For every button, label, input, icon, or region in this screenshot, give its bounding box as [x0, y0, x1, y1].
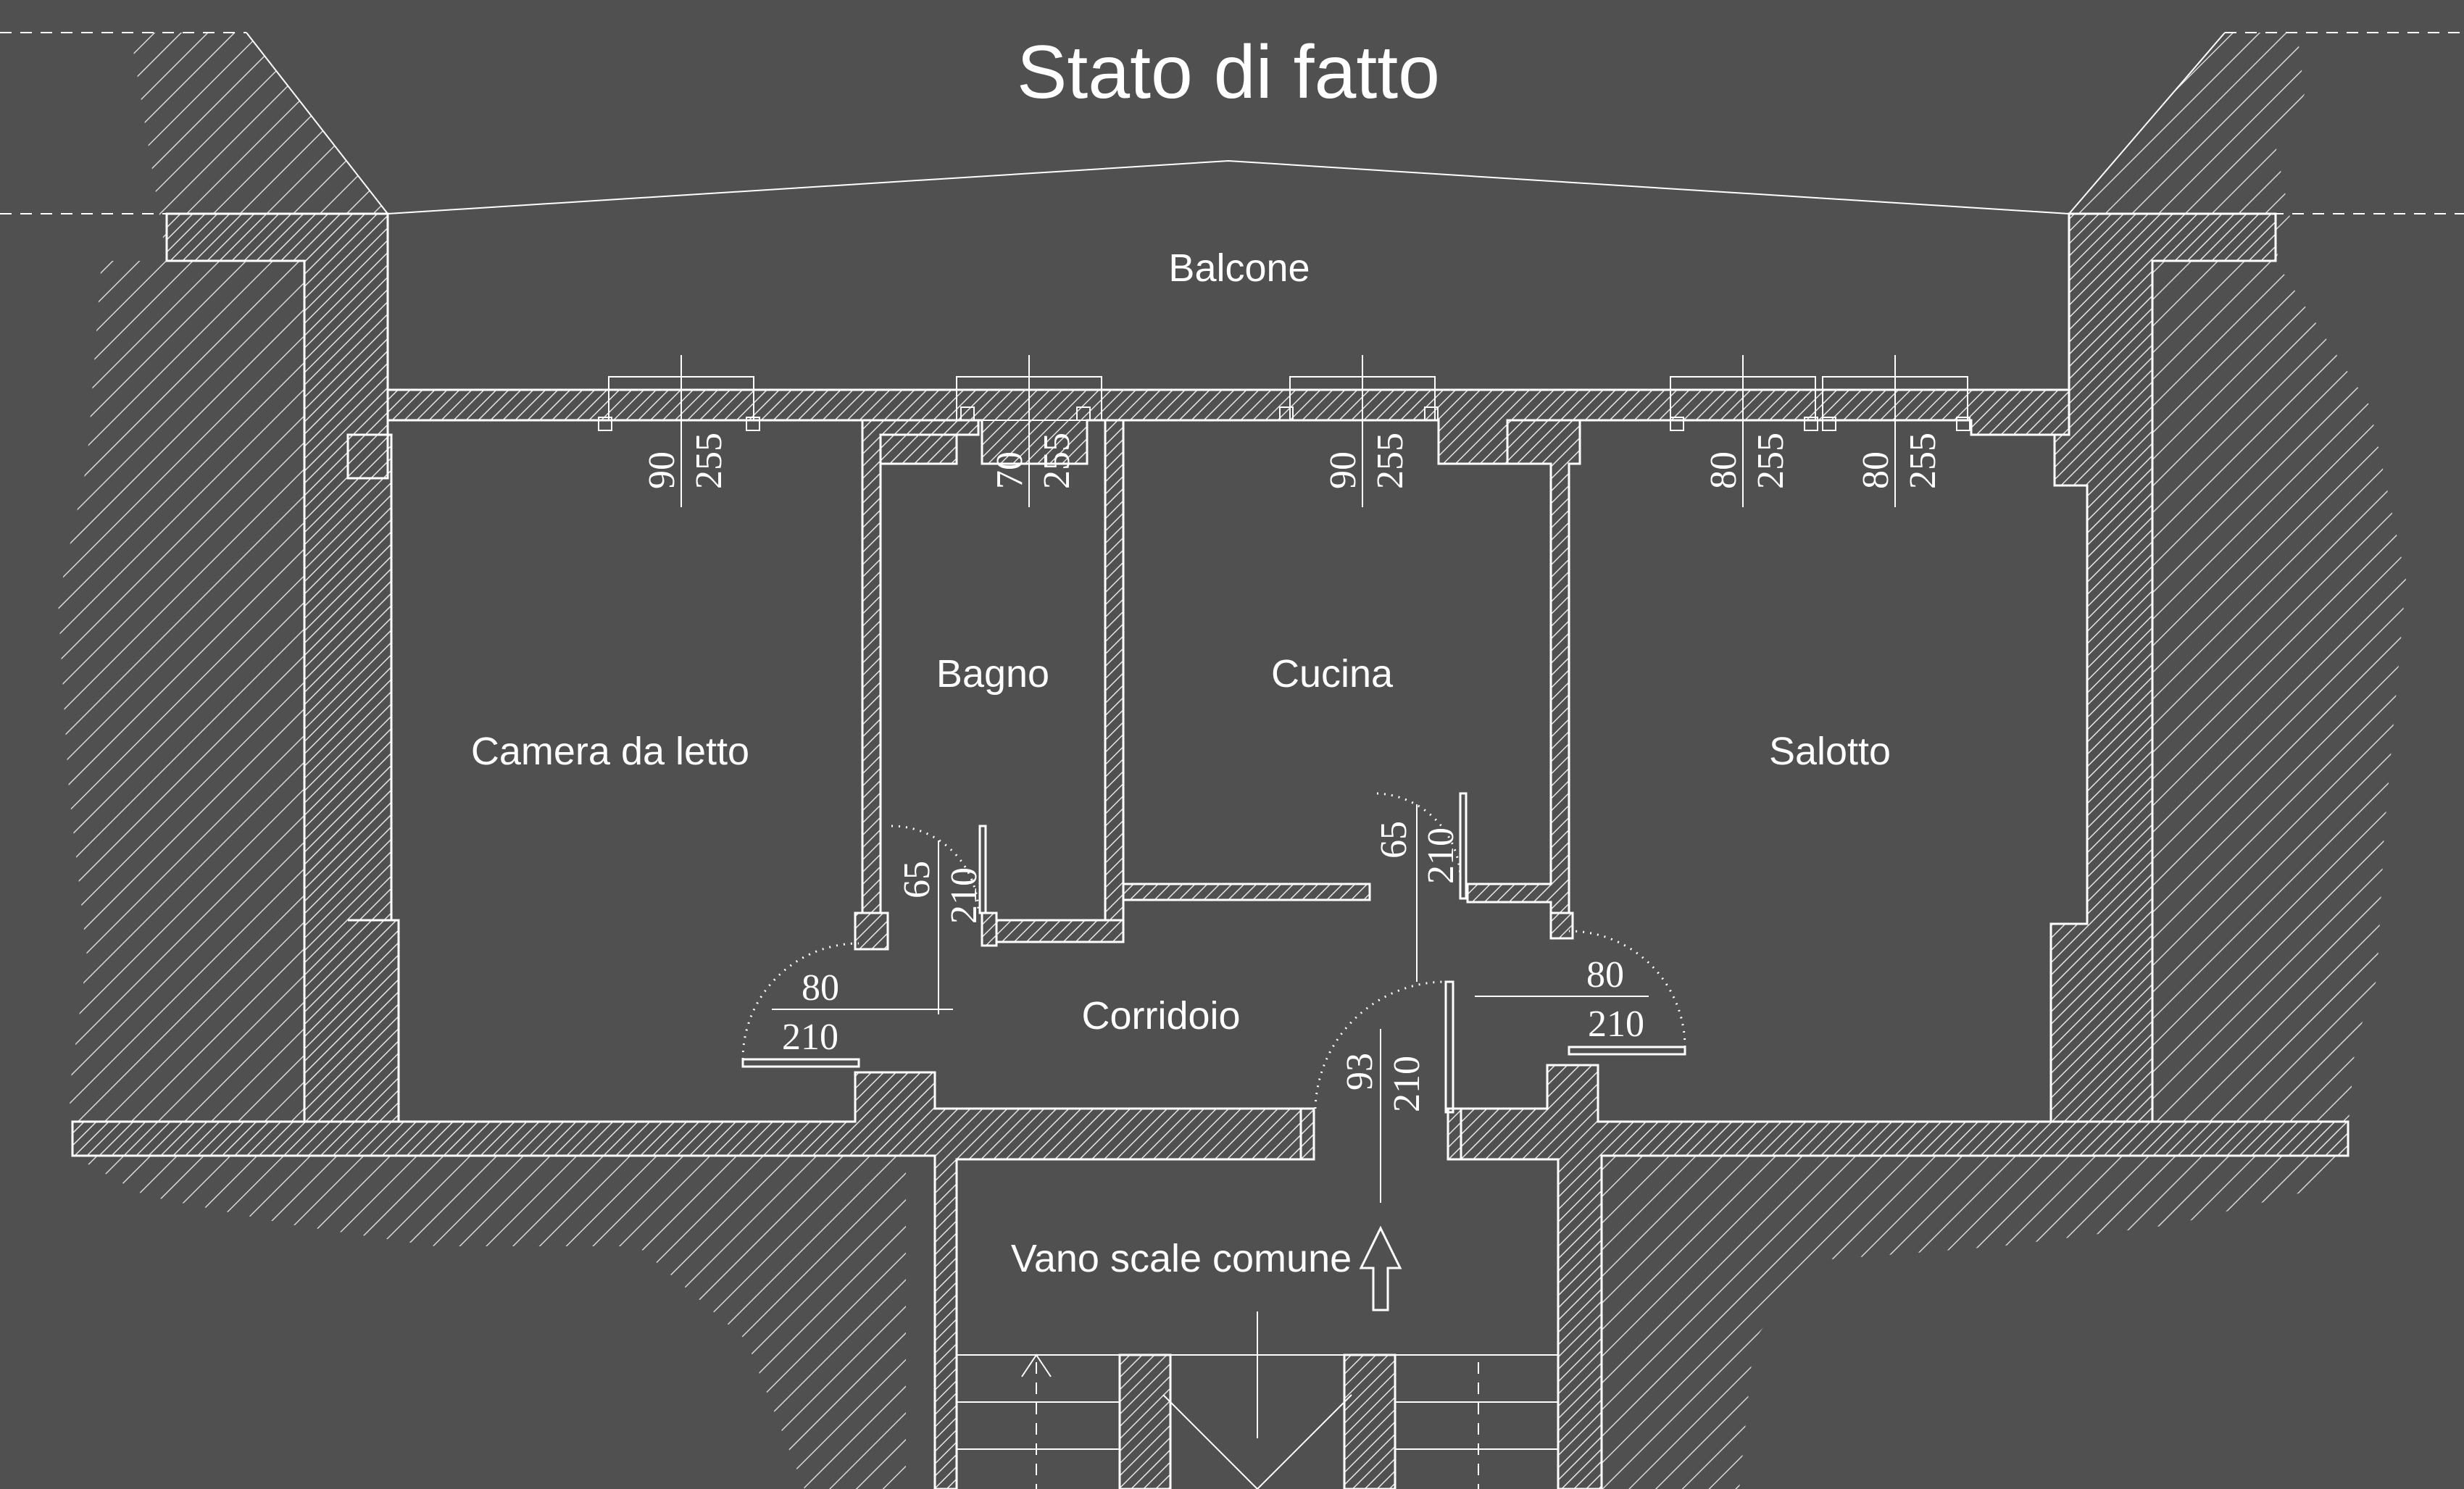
window-3-height: 255 — [1370, 433, 1411, 489]
door-dimensions: 65 210 65 210 80 210 80 210 93 210 — [782, 821, 1644, 1112]
room-label-vano-scale: Vano scale comune — [1011, 1237, 1352, 1280]
window-dimensions: 90 255 70 255 90 255 80 255 80 255 — [641, 433, 1944, 489]
window-4-height: 255 — [1750, 433, 1791, 489]
wall-bath-bottom — [984, 919, 1125, 943]
room-label-salotto: Salotto — [1769, 730, 1891, 773]
window-5-height: 255 — [1902, 433, 1944, 489]
door-ingresso-width: 93 — [1339, 1053, 1381, 1090]
door-salotto-height: 210 — [1588, 1004, 1644, 1045]
door-bagno-height: 210 — [944, 867, 985, 924]
door-camera-width: 80 — [802, 967, 839, 1009]
window-3-width: 90 — [1323, 451, 1364, 489]
stair-stringer-left — [1118, 1354, 1172, 1489]
page-title: Stato di fatto — [1017, 30, 1440, 114]
room-label-camera: Camera da letto — [471, 730, 749, 773]
window-jamb-markers — [598, 406, 1970, 431]
door-camera-height: 210 — [782, 1017, 838, 1058]
stair-stringer-right — [1343, 1354, 1397, 1489]
door-bagno-width: 65 — [896, 861, 938, 898]
terrain-left-bottom — [72, 1156, 906, 1489]
slope-right — [2068, 32, 2226, 214]
roof-slope-line — [387, 159, 2070, 214]
window-1-height: 255 — [688, 433, 730, 489]
slope-left — [246, 32, 388, 214]
walls — [71, 212, 2349, 1489]
stairs — [957, 1311, 1558, 1489]
wall-bath-door-jamb — [981, 912, 998, 947]
door-cucina-width: 65 — [1373, 821, 1415, 859]
room-label-bagno: Bagno — [936, 652, 1049, 696]
room-label-cucina: Cucina — [1271, 652, 1394, 696]
door-salotto-leaf — [1568, 1046, 1686, 1056]
terrain-right-bottom — [1598, 1156, 2348, 1489]
stair-void — [1162, 1394, 1352, 1489]
window-2-width: 70 — [989, 451, 1031, 489]
door-cucina-height: 210 — [1420, 827, 1462, 884]
stair-up-arrow — [1021, 1354, 1052, 1377]
wall-bath-kitchen — [1104, 419, 1125, 943]
entrance-jamb-left — [1299, 1107, 1315, 1161]
windows — [598, 355, 1970, 507]
entrance-jamb-right — [1447, 1107, 1462, 1161]
window-1-width: 90 — [641, 451, 683, 489]
terrain-left — [58, 33, 388, 1130]
window-2-height: 255 — [1036, 433, 1078, 489]
outer-wall-left — [165, 212, 400, 1123]
bottom-wall-right — [1448, 1064, 2349, 1489]
wall-kitchen-living-stub — [1549, 912, 1574, 940]
up-arrow-icon — [1359, 1225, 1402, 1311]
wall-kitchen-bottom — [1122, 883, 1371, 901]
door-ingresso-leaf — [1444, 980, 1454, 1114]
doors — [741, 792, 1686, 1203]
door-camera-leaf — [741, 1058, 860, 1068]
door-salotto-width: 80 — [1586, 954, 1624, 996]
window-4-width: 80 — [1703, 451, 1744, 489]
wall-bedroom-bath-stub — [854, 912, 889, 951]
window-5-width: 80 — [1855, 451, 1897, 489]
door-bagno-leaf — [978, 825, 987, 914]
door-cucina-leaf — [1459, 792, 1468, 900]
room-label-balcone: Balcone — [1168, 246, 1310, 290]
room-label-corridoio: Corridoio — [1081, 994, 1240, 1038]
door-ingresso-height: 210 — [1386, 1056, 1428, 1112]
wall-kitchen-living — [1466, 419, 1581, 936]
